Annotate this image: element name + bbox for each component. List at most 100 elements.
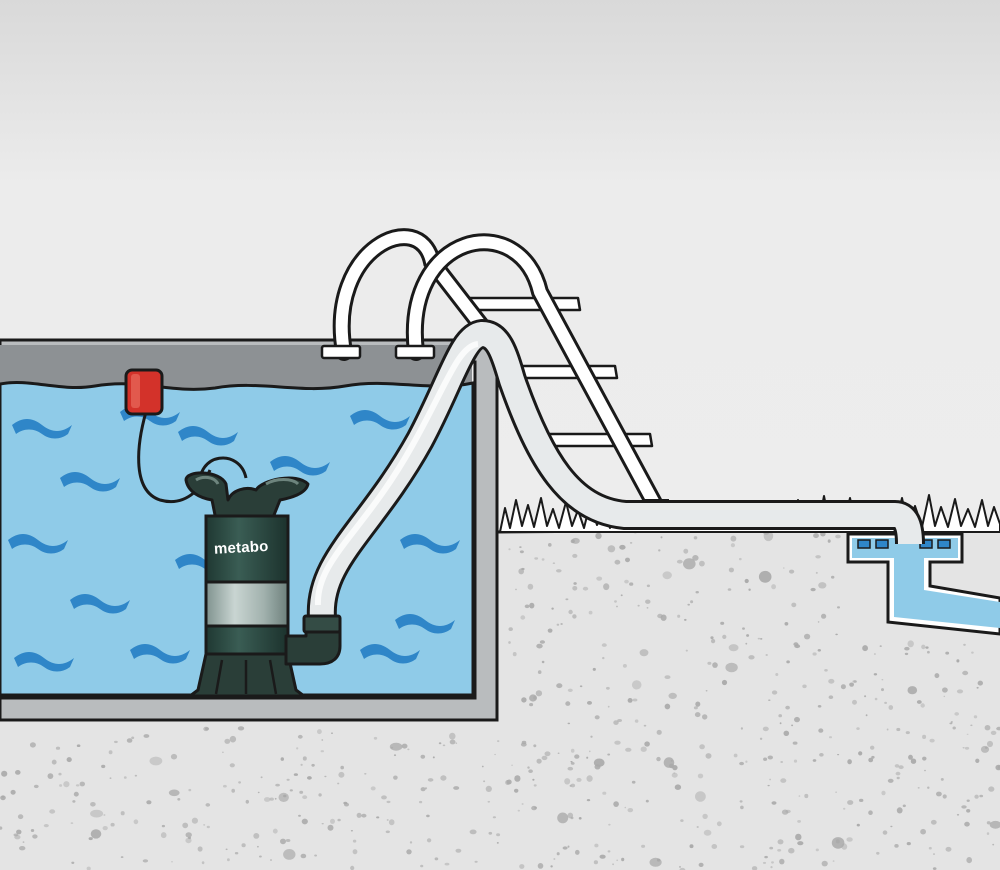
pump-metal-band <box>204 580 290 628</box>
ground-speckle <box>572 614 577 619</box>
ground-speckle <box>906 842 911 846</box>
ground-speckle <box>108 750 113 755</box>
ground-speckle <box>617 719 622 722</box>
ground-speckle <box>521 803 524 805</box>
ground-speckle <box>487 800 491 803</box>
ground-speckle <box>695 701 701 707</box>
ground-speckle <box>748 588 751 591</box>
ground-speckle <box>492 816 496 819</box>
ground-speckle <box>852 699 857 705</box>
ground-speckle <box>916 700 922 704</box>
ground-speckle <box>631 680 642 690</box>
ground-speckle <box>697 773 704 779</box>
ground-speckle <box>511 764 513 766</box>
ground-speckle <box>238 781 242 784</box>
ground-speckle <box>847 759 852 765</box>
ground-speckle <box>964 821 970 827</box>
ground-speckle <box>203 824 206 826</box>
ground-speckle <box>385 830 390 834</box>
ground-speckle <box>613 720 619 725</box>
ground-speckle <box>832 860 835 862</box>
ground-speckle <box>407 748 410 751</box>
ground-speckle <box>191 817 198 824</box>
ground-speckle <box>589 750 591 753</box>
ground-speckle <box>114 740 118 744</box>
ground-speckle <box>856 727 860 730</box>
ground-speckle <box>793 642 799 647</box>
ground-speckle <box>748 655 755 660</box>
ground-speckle <box>548 543 552 547</box>
ground-speckle <box>434 857 439 861</box>
ground-speckle <box>520 742 527 747</box>
ground-speckle <box>570 748 575 753</box>
ground-speckle <box>818 582 827 589</box>
ground-speckle <box>907 686 918 695</box>
ground-speckle <box>570 762 575 765</box>
ground-speckle <box>599 854 606 859</box>
ground-speckle <box>285 839 291 842</box>
ground-speckle <box>818 728 824 733</box>
ground-speckle <box>779 722 782 725</box>
ground-speckle <box>740 727 744 730</box>
ground-speckle <box>865 714 868 717</box>
ground-speckle <box>506 779 512 785</box>
ground-speckle <box>835 534 841 539</box>
ground-speckle <box>789 569 795 574</box>
ground-speckle <box>952 726 956 730</box>
ground-speckle <box>161 824 165 828</box>
ground-speckle <box>859 798 864 803</box>
ground-speckle <box>759 737 763 740</box>
ground-speckle <box>607 753 611 756</box>
ground-speckle <box>160 832 167 839</box>
ground-speckle <box>788 847 795 854</box>
ground-speckle <box>813 533 819 539</box>
ground-speckle <box>881 688 884 692</box>
ground-speckle <box>767 755 773 760</box>
ground-speckle <box>257 845 259 848</box>
ground-speckle <box>668 692 677 700</box>
ground-speckle <box>728 644 739 652</box>
ground-speckle <box>764 855 768 859</box>
ground-speckle <box>206 825 210 829</box>
ground-speckle <box>843 807 846 810</box>
ground-speckle <box>474 860 478 863</box>
ground-speckle <box>560 623 563 625</box>
ground-speckle <box>722 634 727 640</box>
ground-speckle <box>557 752 560 754</box>
ground-speckle <box>664 703 671 710</box>
ground-speckle <box>317 729 322 735</box>
ground-speckle <box>564 778 571 785</box>
ground-speckle <box>227 858 230 862</box>
ground-speckle <box>350 830 353 832</box>
ground-speckle <box>533 744 537 748</box>
ground-speckle <box>612 863 614 866</box>
ground-speckle <box>485 785 492 793</box>
ground-speckle <box>302 756 307 761</box>
ground-speckle <box>963 643 966 646</box>
ground-speckle <box>551 607 554 610</box>
ground-speckle <box>696 826 699 828</box>
ground-speckle <box>535 690 543 697</box>
ground-speckle <box>350 865 355 870</box>
ground-speckle <box>973 715 978 719</box>
ground-speckle <box>307 776 312 780</box>
ground-speckle <box>131 736 135 740</box>
ground-speckle <box>712 662 718 668</box>
ground-speckle <box>311 763 315 767</box>
water-wave <box>270 456 330 476</box>
ground-speckle <box>902 804 906 808</box>
ground-speckle <box>205 727 209 731</box>
ground-speckle <box>640 746 647 752</box>
ground-speckle <box>812 759 817 762</box>
ground-speckle <box>624 579 629 584</box>
ground-speckle <box>802 684 807 689</box>
ground-speckle <box>695 791 706 802</box>
ground-speckle <box>79 781 86 787</box>
ground-speckle <box>698 862 704 868</box>
ground-speckle <box>508 627 513 631</box>
ground-speckle <box>689 844 694 849</box>
float-switch <box>124 368 212 504</box>
ground-speckle <box>656 858 661 862</box>
ground-speckle <box>966 799 970 802</box>
ground-speckle <box>824 669 828 672</box>
